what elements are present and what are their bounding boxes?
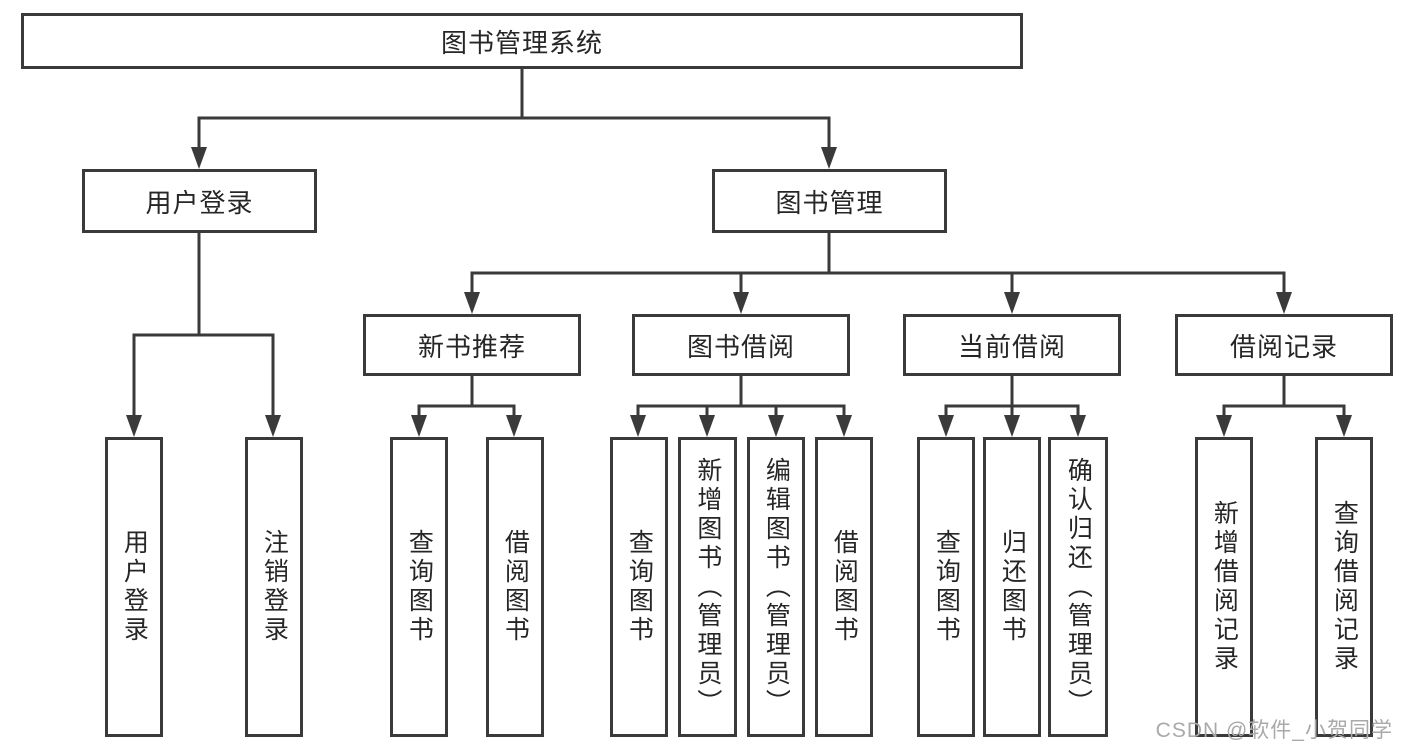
node-label: 图书管理系统: [440, 27, 603, 58]
node-label: 新增图书（管理员）: [693, 456, 722, 718]
leaf-edit-books-admin: 编辑图书（管理员）: [747, 437, 805, 737]
leaf-confirm-return-admin: 确认归还（管理员）: [1048, 437, 1108, 737]
node-label: 借阅图书: [830, 529, 859, 645]
csdn-watermark: CSDN @软件_小贺同学: [1155, 719, 1393, 742]
node-book-management: 图书管理: [712, 169, 947, 233]
leaf-query-borrow-record: 查询借阅记录: [1315, 437, 1373, 737]
node-label: 借阅图书: [501, 529, 530, 645]
leaf-query-books: 查询图书: [390, 437, 448, 737]
node-book-borrow: 图书借阅: [632, 314, 850, 376]
leaf-query-books: 查询图书: [610, 437, 668, 737]
node-label: 编辑图书（管理员）: [762, 456, 791, 718]
leaf-query-books: 查询图书: [917, 437, 975, 737]
node-label: 查询借阅记录: [1330, 500, 1359, 674]
node-label: 用户登录: [145, 187, 254, 218]
node-label: 注销登录: [260, 529, 289, 645]
node-borrow-records: 借阅记录: [1175, 314, 1393, 376]
leaf-borrow-books: 借阅图书: [815, 437, 873, 737]
leaf-add-borrow-record: 新增借阅记录: [1195, 437, 1253, 737]
node-label: 图书管理: [775, 187, 884, 218]
leaf-user-login: 用户登录: [105, 437, 163, 737]
node-current-borrow: 当前借阅: [903, 314, 1121, 376]
node-user-login-branch: 用户登录: [82, 169, 317, 233]
leaf-return-books: 归还图书: [983, 437, 1041, 737]
node-label: 查询图书: [405, 529, 434, 645]
node-label: 当前借阅: [957, 331, 1066, 362]
node-label: 用户登录: [120, 529, 149, 645]
leaf-add-books-admin: 新增图书（管理员）: [678, 437, 737, 737]
node-label: 查询图书: [625, 529, 654, 645]
leaf-borrow-books: 借阅图书: [486, 437, 544, 737]
node-label: 新书推荐: [417, 331, 526, 362]
node-library-management-system: 图书管理系统: [21, 13, 1023, 69]
node-label: 新增借阅记录: [1210, 500, 1239, 674]
node-label: 图书借阅: [686, 331, 795, 362]
node-new-book-recommend: 新书推荐: [363, 314, 581, 376]
node-label: 归还图书: [998, 529, 1027, 645]
node-label: 确认归还（管理员）: [1064, 456, 1093, 718]
leaf-logout: 注销登录: [245, 437, 303, 737]
node-label: 查询图书: [932, 529, 961, 645]
node-label: 借阅记录: [1229, 331, 1338, 362]
